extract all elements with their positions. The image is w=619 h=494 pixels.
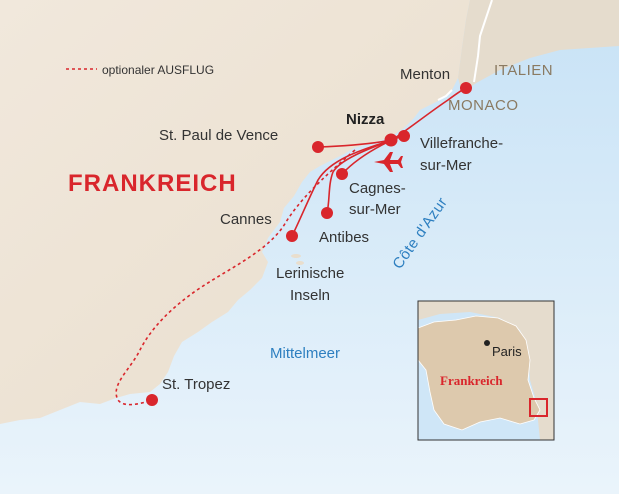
villefranche-marker xyxy=(398,130,410,142)
optional-route-st-tropez xyxy=(115,149,356,406)
country-italy: ITALIEN xyxy=(494,62,553,79)
st-tropez-marker xyxy=(146,394,158,406)
label-st-paul: St. Paul de Vence xyxy=(159,127,278,144)
lerins-island-1 xyxy=(291,254,301,258)
inset-neighbors xyxy=(418,301,554,440)
label-cagnes-1: Cagnes- xyxy=(349,180,406,197)
legend-label: optionaler AUSFLUG xyxy=(102,63,214,77)
label-mittelmeer: Mittelmeer xyxy=(270,345,340,362)
label-nizza: Nizza xyxy=(346,111,385,128)
lerins-island-2 xyxy=(296,261,304,265)
country-france: FRANKREICH xyxy=(68,170,237,197)
airplane-icon xyxy=(374,152,403,172)
cagnes-marker xyxy=(336,168,348,180)
label-menton: Menton xyxy=(400,66,450,83)
country-monaco: MONACO xyxy=(448,97,519,114)
label-st-tropez: St. Tropez xyxy=(162,376,230,393)
antibes-marker xyxy=(321,207,333,219)
inset-highlight-box xyxy=(529,398,548,417)
route-cannes xyxy=(291,139,393,237)
inset-label-france: Frankreich xyxy=(440,373,503,388)
inset-paris-marker xyxy=(484,340,490,346)
inset-map: Paris Frankreich xyxy=(417,300,555,441)
border-line xyxy=(473,0,493,83)
label-villefranche-2: sur-Mer xyxy=(420,157,472,174)
label-antibes: Antibes xyxy=(319,229,369,246)
monaco-coast xyxy=(437,89,453,101)
city-markers xyxy=(146,82,472,406)
label-lerins-1: Lerinische xyxy=(276,265,344,282)
inset-label-paris: Paris xyxy=(492,344,522,359)
route-antibes xyxy=(326,139,393,214)
cannes-marker xyxy=(286,230,298,242)
nizza-marker xyxy=(384,133,398,147)
label-cagnes-2: sur-Mer xyxy=(349,201,401,218)
menton-marker xyxy=(460,82,472,94)
label-cannes: Cannes xyxy=(220,211,272,228)
label-lerins-2: Inseln xyxy=(290,287,330,304)
st-paul-marker xyxy=(312,141,324,153)
italy-land xyxy=(458,0,619,92)
label-villefranche-1: Villefranche- xyxy=(420,135,503,152)
france-land xyxy=(0,0,470,424)
inset-uk xyxy=(418,301,440,318)
